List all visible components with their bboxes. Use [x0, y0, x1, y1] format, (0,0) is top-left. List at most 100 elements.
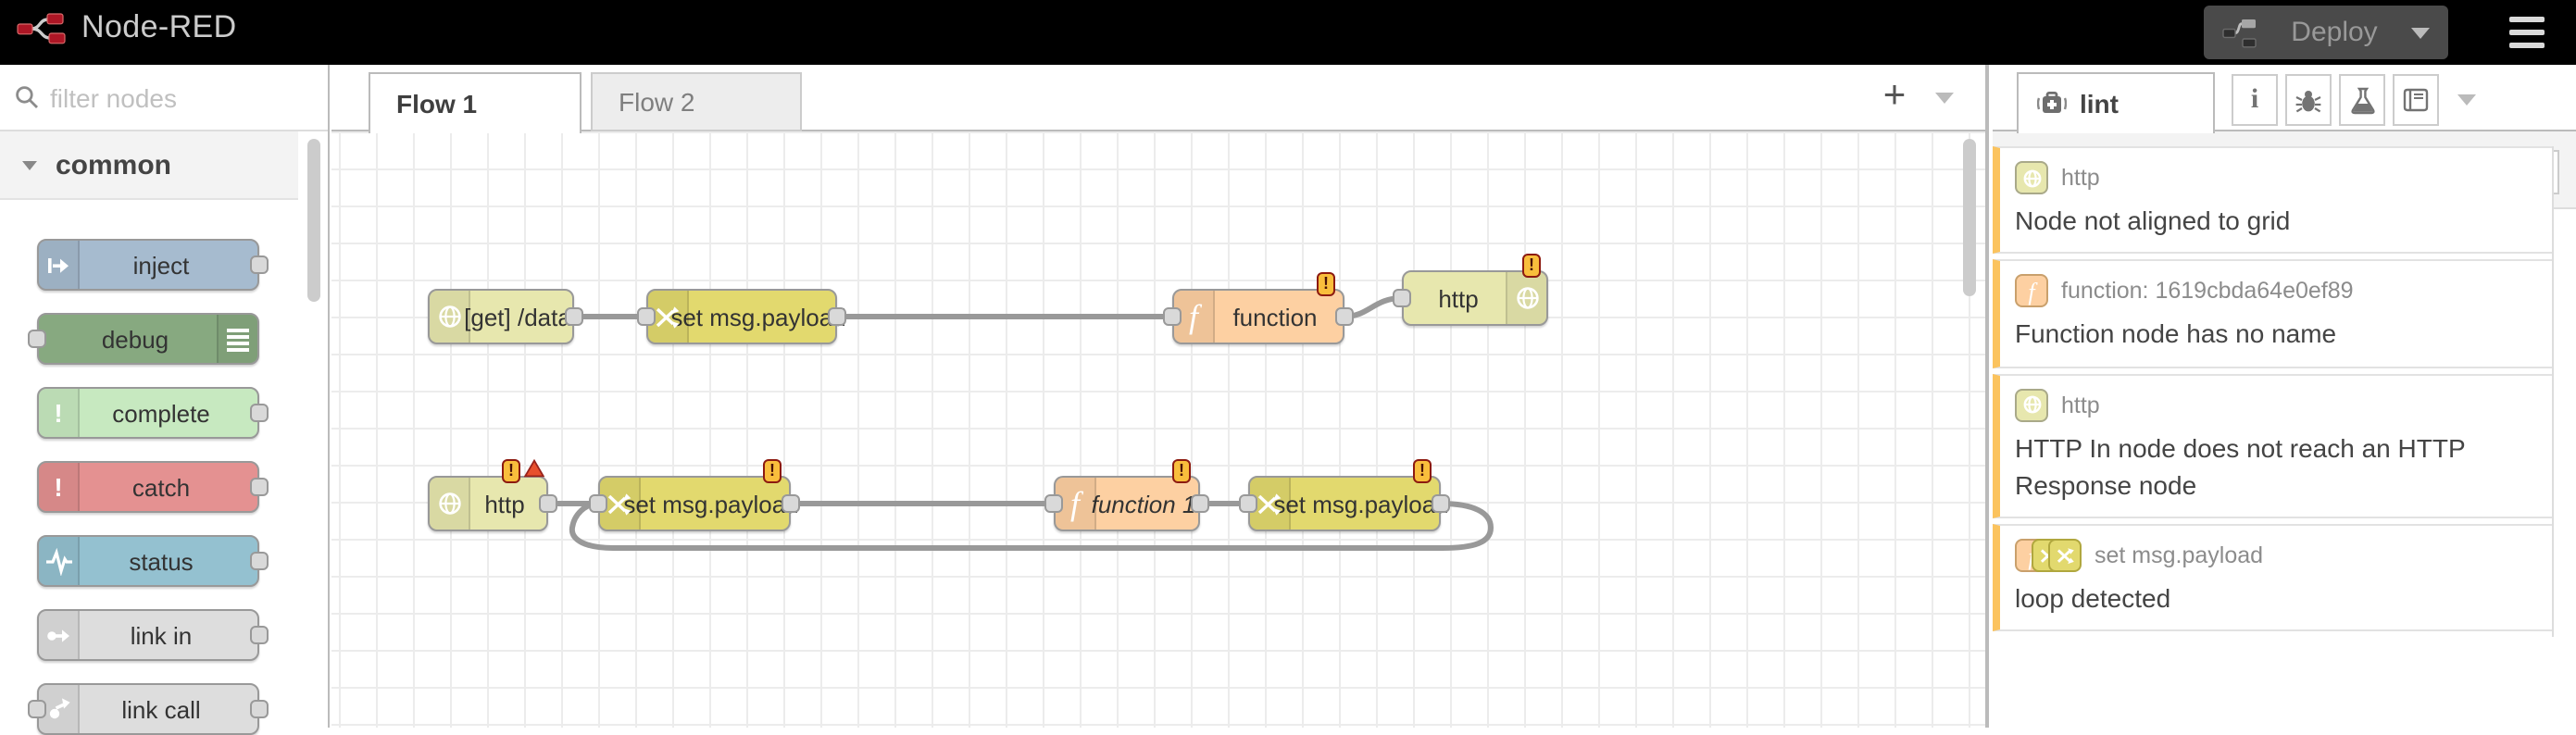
flask-icon: [2350, 86, 2374, 114]
lint-issue-http-response[interactable]: http HTTP In node does not reach an HTTP…: [1993, 373, 2552, 519]
sidebar-tab-label: lint: [2080, 89, 2119, 118]
warning-badge: !: [1172, 459, 1191, 483]
input-port[interactable]: [28, 330, 46, 348]
info-icon: i: [2250, 84, 2259, 114]
output-port[interactable]: [782, 494, 800, 513]
flow-node-change-1[interactable]: set msg.payload: [637, 289, 846, 344]
tab-flow-1[interactable]: Flow 1: [369, 72, 581, 133]
input-port[interactable]: [28, 700, 46, 718]
palette-node-status[interactable]: status: [37, 535, 269, 587]
flow-node-http-in-get-data[interactable]: [get] /data: [428, 289, 583, 344]
node-label: inject: [132, 251, 190, 279]
change-node-icon: [2048, 539, 2082, 573]
output-port[interactable]: [1191, 494, 1209, 513]
palette-search[interactable]: filter nodes: [0, 65, 328, 131]
output-port[interactable]: [565, 307, 583, 326]
output-port[interactable]: [539, 494, 557, 513]
sidebar-resize-handle[interactable]: [1985, 65, 1989, 728]
flow-node-change-2[interactable]: set msg.payload !: [589, 459, 800, 531]
palette-scrollbar[interactable]: [307, 139, 320, 302]
issue-message: Node not aligned to grid: [2015, 206, 2291, 235]
main-menu-button[interactable]: [2509, 17, 2545, 48]
tab-config-nodes[interactable]: [2393, 74, 2439, 126]
tab-debug-messages[interactable]: [2285, 74, 2332, 126]
tab-lint[interactable]: lint: [2017, 72, 2215, 133]
flow-node-function-1[interactable]: f function 1 !: [1044, 459, 1209, 531]
input-port[interactable]: [589, 494, 607, 513]
output-port[interactable]: [250, 404, 269, 422]
lint-issue-function-name[interactable]: f function: 1619cbda64e0ef89 Function no…: [1993, 259, 2552, 368]
warning-badge: !: [763, 459, 782, 483]
flow-node-http-response[interactable]: http !: [1393, 254, 1548, 326]
canvas-scrollbar[interactable]: [1963, 139, 1976, 296]
tab-info[interactable]: i: [2232, 74, 2278, 126]
flow-node-function[interactable]: f function !: [1163, 272, 1354, 344]
palette-category-common[interactable]: common: [0, 131, 298, 200]
node-label: link in: [130, 621, 193, 649]
input-port[interactable]: [1393, 289, 1411, 307]
tab-label: Flow 2: [619, 87, 695, 117]
issue-message: Function node has no name: [2015, 318, 2337, 349]
link-in-icon: [39, 611, 80, 659]
palette-node-complete[interactable]: ! complete: [37, 387, 269, 439]
inject-icon: [39, 241, 80, 289]
tab-flask[interactable]: [2339, 74, 2385, 126]
palette: filter nodes common inject: [0, 65, 330, 735]
flow-tabbar: Flow 1 Flow 2 +: [331, 65, 1985, 133]
flow-list-chevron-icon[interactable]: [1935, 93, 1954, 104]
error-triangle-icon: [524, 459, 544, 478]
output-port[interactable]: [1335, 307, 1354, 326]
output-port[interactable]: [828, 307, 846, 326]
bug-icon: [2295, 90, 2321, 112]
warning-badge: !: [1413, 459, 1432, 483]
tab-flow-2[interactable]: Flow 2: [591, 72, 802, 131]
node-label: status: [129, 547, 194, 575]
palette-node-catch[interactable]: ! catch: [37, 461, 269, 513]
node-red-logo-icon: [17, 12, 66, 44]
flow-canvas[interactable]: [get] /data set msg.payload f: [331, 131, 1985, 728]
palette-node-link-call[interactable]: link call: [28, 683, 269, 735]
node-label: link call: [121, 695, 201, 723]
flow-node-change-3[interactable]: set msg.payload !: [1239, 459, 1450, 531]
add-flow-button[interactable]: +: [1882, 74, 1907, 117]
flow-node-http-in[interactable]: http !: [428, 459, 557, 531]
output-port[interactable]: [1432, 494, 1450, 513]
status-icon: [39, 537, 80, 585]
input-port[interactable]: [637, 307, 656, 326]
node-label: function 1: [1091, 490, 1196, 517]
warning-badge: !: [502, 459, 520, 483]
catch-icon: !: [39, 463, 80, 511]
palette-node-inject[interactable]: inject: [37, 239, 269, 291]
output-port[interactable]: [250, 626, 269, 644]
deploy-options-chevron-icon[interactable]: [2411, 27, 2430, 38]
complete-icon: !: [39, 389, 80, 437]
hamburger-icon: [2509, 17, 2545, 22]
input-port[interactable]: [1239, 494, 1257, 513]
palette-node-debug[interactable]: debug: [28, 313, 259, 365]
search-icon: [16, 86, 38, 108]
output-port[interactable]: [250, 552, 269, 570]
output-port[interactable]: [250, 700, 269, 718]
node-label: set msg.payload: [623, 490, 799, 517]
lint-issue-loop[interactable]: f set msg.payload loop detected: [1993, 524, 2552, 632]
output-port[interactable]: [250, 255, 269, 274]
issue-message: loop detected: [2015, 583, 2171, 614]
lint-issue-list: http Node not aligned to grid f function…: [1993, 146, 2554, 638]
input-port[interactable]: [1044, 494, 1063, 513]
deploy-button[interactable]: Deploy: [2204, 6, 2448, 59]
lint-issue-grid[interactable]: http Node not aligned to grid: [1993, 146, 2552, 255]
issue-node-label: http: [2061, 165, 2100, 191]
input-port[interactable]: [1163, 307, 1182, 326]
palette-node-link-in[interactable]: link in: [37, 609, 269, 661]
issue-node-label: set msg.payload: [2095, 542, 2264, 569]
issue-node-label: function: 1619cbda64e0ef89: [2061, 278, 2354, 305]
wire-loop[interactable]: [569, 501, 1494, 551]
debug-icon: [217, 315, 257, 363]
node-label: complete: [112, 399, 210, 427]
node-label: function: [1232, 303, 1318, 330]
issue-node-label: http: [2061, 392, 2100, 418]
sidebar-tabs-chevron-icon[interactable]: [2457, 94, 2476, 106]
app-header: Node-RED Deploy: [0, 0, 2576, 65]
output-port[interactable]: [250, 478, 269, 496]
